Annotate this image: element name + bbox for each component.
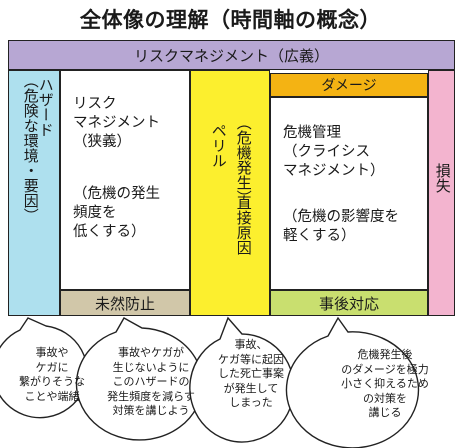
bubble-1-text: 事故や ケガに 繋がりそうな ことや端緒 bbox=[19, 346, 85, 403]
bubble-2-text: 事故やケガが 生じないように このハザードの 発生頻度を減らす 対策を講じよう bbox=[107, 346, 195, 418]
peril-label: ペリル bbox=[209, 123, 228, 168]
narrow-risk-management-box: リスク マネジメント （狭義） （危機の発生 頻度を 低くする） bbox=[60, 70, 190, 290]
bubble-1-shape bbox=[0, 317, 88, 419]
crisis-management-box: 危機管理 （クライシス マネジメント） （危機の影響度を 軽くする） bbox=[270, 97, 428, 290]
peril-paren-label: （危機発生） bbox=[234, 115, 253, 205]
direct-cause-label: 直接原因 bbox=[234, 195, 253, 255]
prevention-footer: 未然防止 bbox=[60, 290, 190, 316]
damage-label: ダメージ bbox=[321, 78, 377, 94]
narrow-risk-management-title: リスク マネジメント （狭義） bbox=[73, 96, 160, 151]
crisis-management-title: 危機管理 （クライシス マネジメント） bbox=[283, 125, 385, 180]
broad-risk-management-label: リスクマネジメント（広義） bbox=[133, 46, 329, 65]
crisis-management-desc: （危機の影響度を 軽くする） bbox=[283, 209, 399, 245]
diagram-title: 全体像の理解（時間軸の概念） bbox=[80, 8, 381, 32]
bubble-3-shape bbox=[189, 316, 295, 443]
post-incident-footer: 事後対応 bbox=[270, 290, 428, 316]
loss-column: 損失 bbox=[428, 70, 455, 316]
hazard-label: ハザード bbox=[36, 77, 55, 137]
narrow-risk-management-desc: （危機の発生 頻度を 低くする） bbox=[73, 186, 160, 241]
bubble-2-shape bbox=[75, 317, 204, 441]
bubble-3-text: 事故、 ケガ等に起因 した死亡事案 が発生して しまった bbox=[218, 338, 284, 410]
loss-label: 損失 bbox=[433, 163, 452, 193]
hazard-paren-label: （危険な環境・要因） bbox=[21, 73, 40, 223]
damage-header: ダメージ bbox=[270, 73, 428, 97]
broad-risk-management-band: リスクマネジメント（広義） bbox=[8, 40, 455, 70]
post-incident-label: 事後対応 bbox=[318, 294, 379, 313]
bubble-4-shape bbox=[285, 316, 420, 448]
hazard-column: （危険な環境・要因） ハザード bbox=[8, 70, 60, 316]
peril-column: （危機発生） ペリル 直接原因 bbox=[190, 70, 270, 316]
bubble-4-text: 危機発生後 のダメージを極力 小さく抑えるため の対策を 講じる bbox=[341, 348, 429, 420]
prevention-label: 未然防止 bbox=[94, 294, 155, 313]
